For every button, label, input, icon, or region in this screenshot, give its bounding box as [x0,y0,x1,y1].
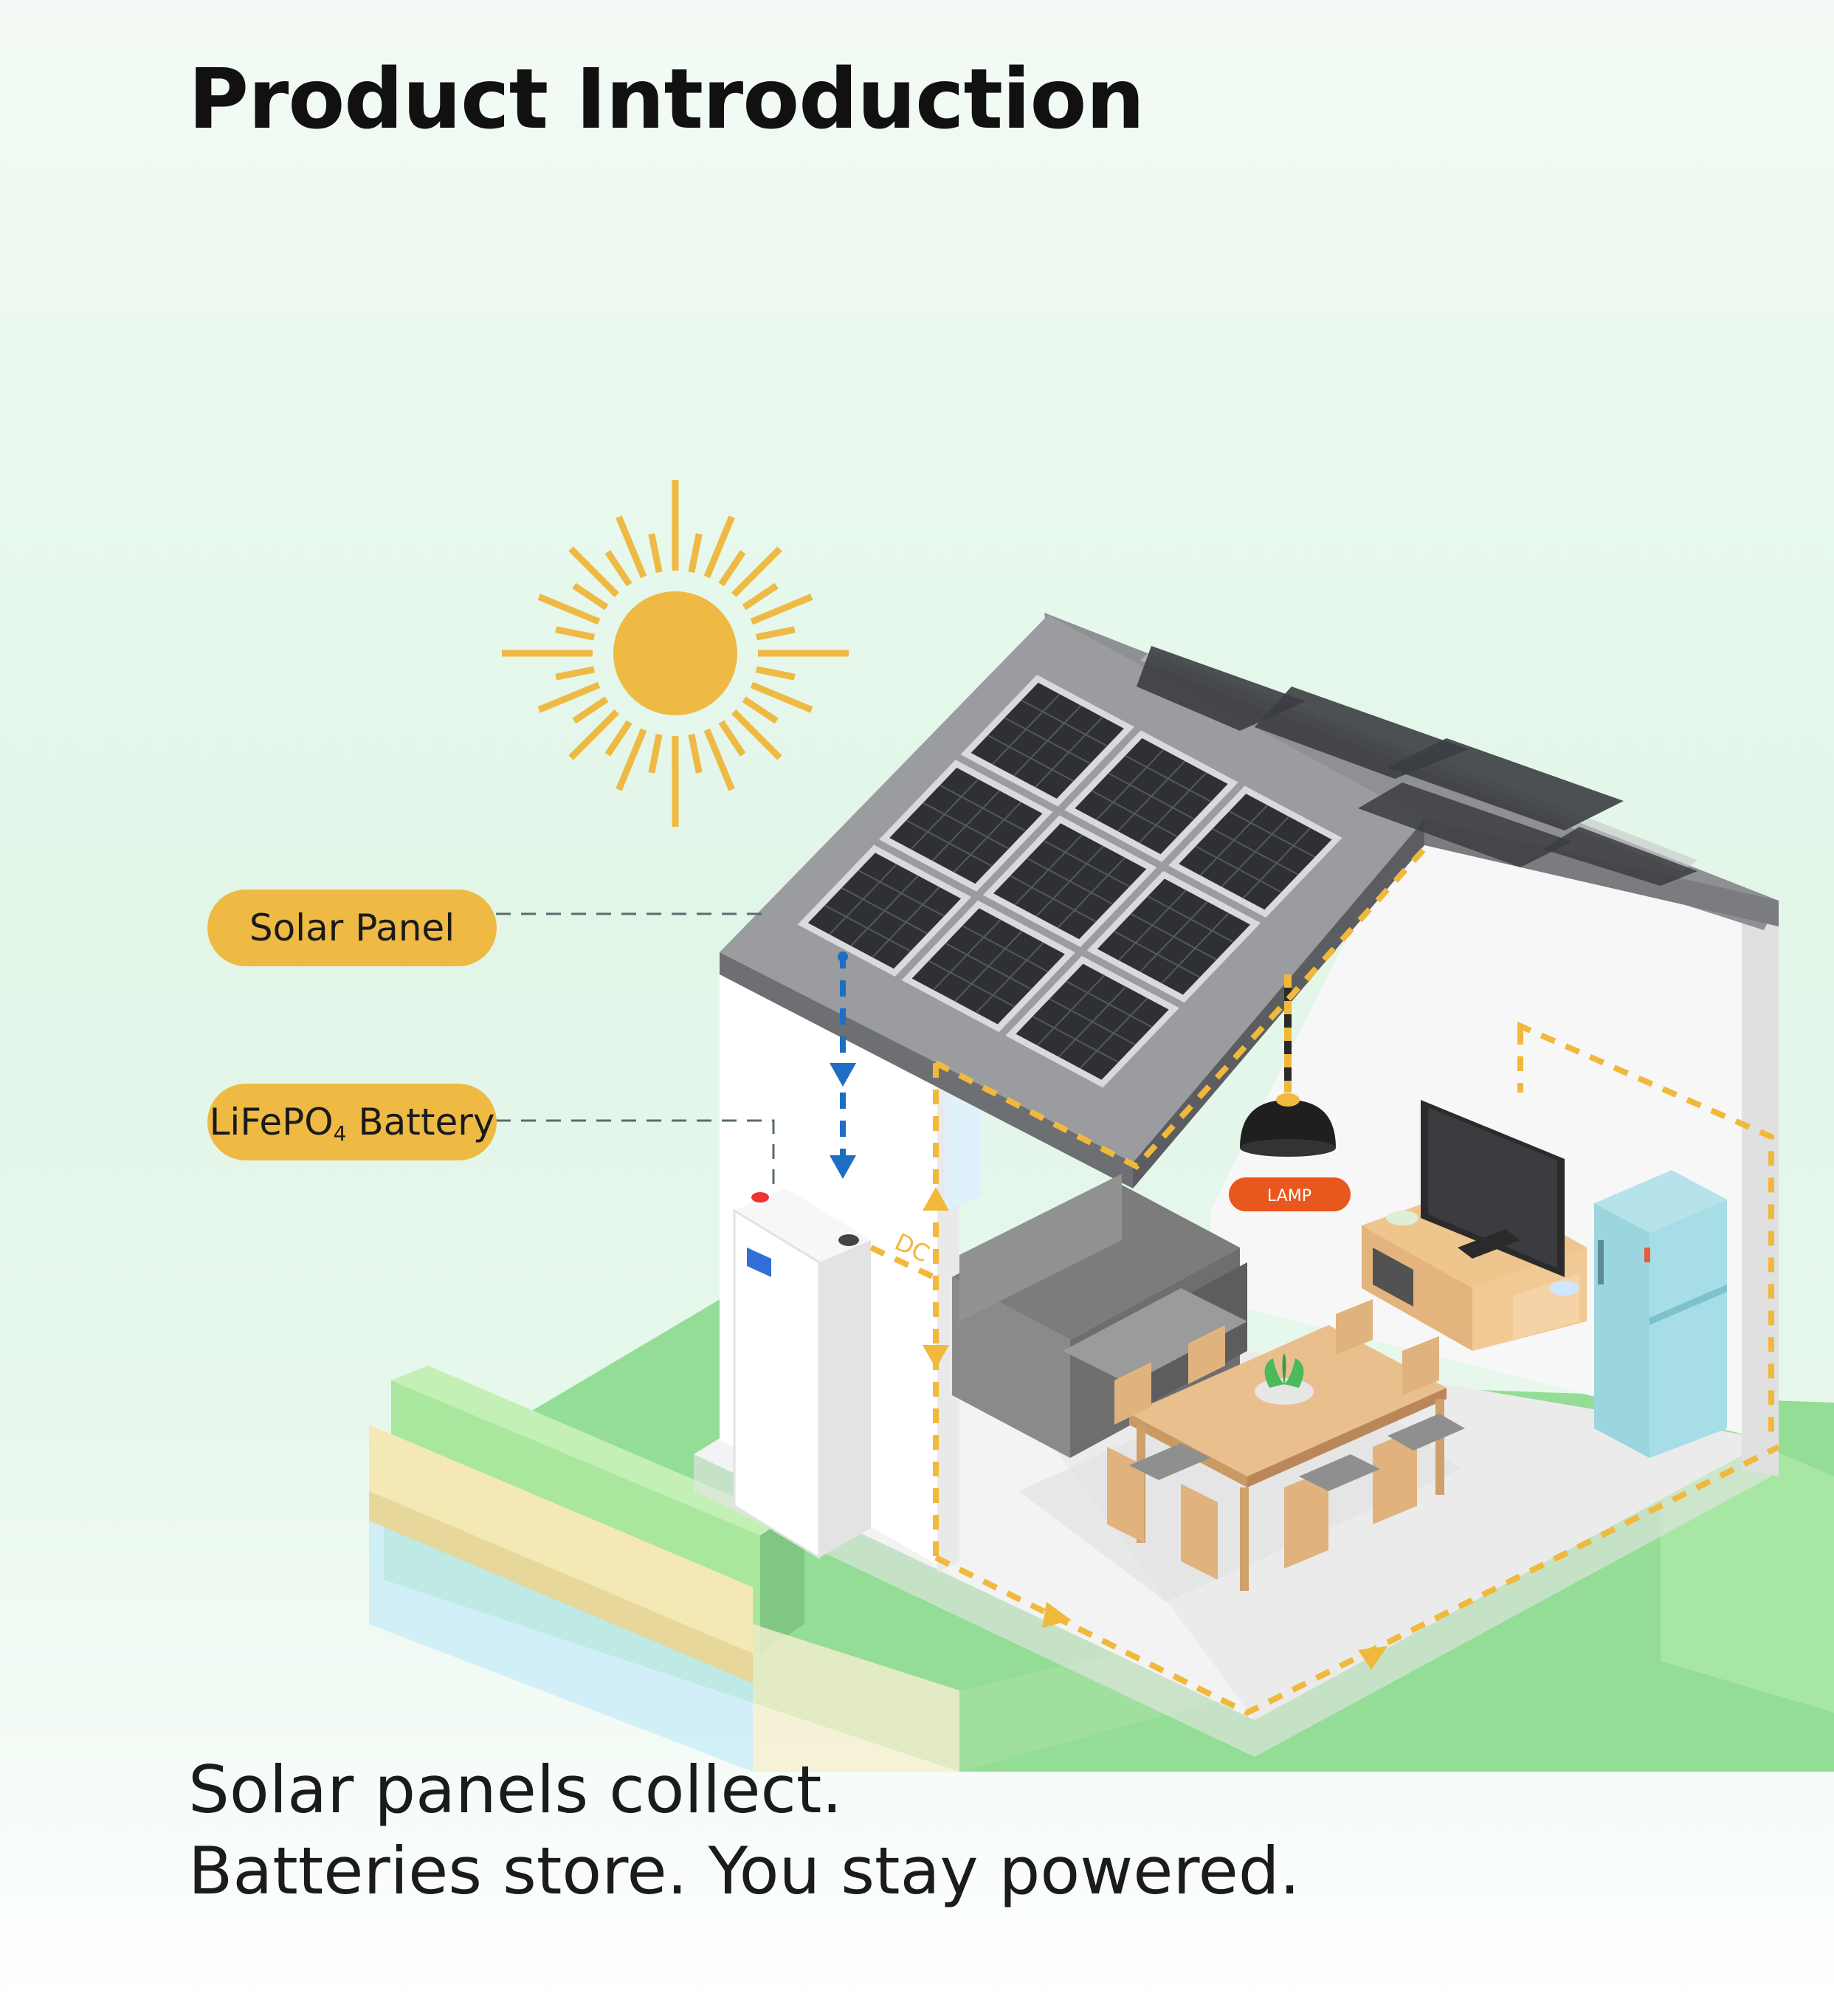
battery-callout-label-suffix: Battery [346,1101,495,1143]
sun-ray [718,720,746,757]
solar-panel-callout-label: Solar Panel [249,906,455,949]
battery-callout-label-main: LiFePO [209,1101,334,1143]
sun-ray [572,582,609,610]
solar-cell-line [1035,716,1103,788]
tv-cabinet [1362,1100,1587,1351]
solar-cell-line [1091,790,1178,838]
lamp-badge [1229,1177,1351,1211]
page-title: Product Introduction [188,52,1145,148]
solar-cell-line [906,819,993,867]
tagline-line-2: Batteries store. You stay powered. [188,1833,1300,1909]
sofa [952,1174,1247,1458]
lamp-label: LAMP [1267,1187,1311,1205]
sun-ray [648,733,663,774]
ac-flow-arrows [869,847,1780,1716]
callout-leaders [496,912,775,1190]
sun-ray [568,546,619,597]
battery-callout-label: LiFePO4 Battery [207,1084,497,1160]
solar-cell-line [931,790,1001,861]
solar-panel-array [797,675,1342,1088]
sun-ray [718,550,746,587]
solar-cell-line [1161,912,1230,984]
sun-ray [742,582,779,610]
tagline: Solar panels collect. Batteries store. Y… [188,1750,1300,1912]
solar-cell-line [824,904,911,952]
solar-panel-callout [207,890,497,966]
sun-ray [572,696,609,724]
sun-ray [750,594,813,625]
solar-cell-line [850,875,919,946]
sun-ray [648,533,663,574]
sun-ray [604,550,632,587]
solar-cell-line [928,960,1016,1008]
sun-ray [755,626,796,641]
sun-ray [616,728,647,791]
sun-ray [755,666,796,681]
dc-flow-arrows [830,952,856,1179]
solar-cell-line [976,942,1044,1014]
lamp [1240,974,1336,1157]
solar-cell-line [1035,845,1104,917]
solar-cell-line [1242,828,1311,899]
sun-ray [731,546,782,597]
solar-cell-line [872,887,940,958]
sun-ray [555,666,596,681]
sun-ray [703,728,735,791]
solar-cell-line [1013,705,1082,777]
solar-cell-line [987,735,1075,782]
sun-ray [742,696,779,724]
sun-ray [703,515,735,579]
solar-panel-array-back [1137,646,1697,886]
battery-callout-label-sub: 4 [333,1121,347,1146]
sun-ray [604,720,632,757]
solar-cell-line [1079,997,1148,1069]
solar-cell-line [1057,857,1125,929]
battery-callout [207,1084,497,1160]
solar-cell-line [953,801,1022,873]
sun-ray [731,709,782,760]
solar-cell-line [1010,875,1097,923]
solar-cell-line [1114,930,1201,978]
solar-cell-line [1117,760,1186,832]
sun-ray [537,594,601,625]
battery-unit [733,1188,871,1560]
solar-cell-line [1195,845,1282,893]
solar-cell-line [1032,1016,1119,1063]
solar-cell-line [1221,816,1290,887]
sun-ray [688,533,703,574]
sun-ray [537,681,601,713]
dining-set [1018,1299,1465,1602]
solar-cell-line [1138,771,1207,844]
sun-ray [568,709,619,760]
sun-ray [555,626,596,641]
solar-cell-line [1140,901,1208,973]
sun-icon [502,480,849,827]
tagline-line-1: Solar panels collect. [188,1752,843,1828]
solar-cell-line [954,930,1023,1002]
sun-ray [750,681,813,713]
sun-ray [688,733,703,774]
sun-ray [616,515,647,579]
refrigerator [1594,1170,1727,1458]
solar-cell-line [1058,985,1127,1058]
ac-flow-arrowheads [923,1187,1387,1670]
